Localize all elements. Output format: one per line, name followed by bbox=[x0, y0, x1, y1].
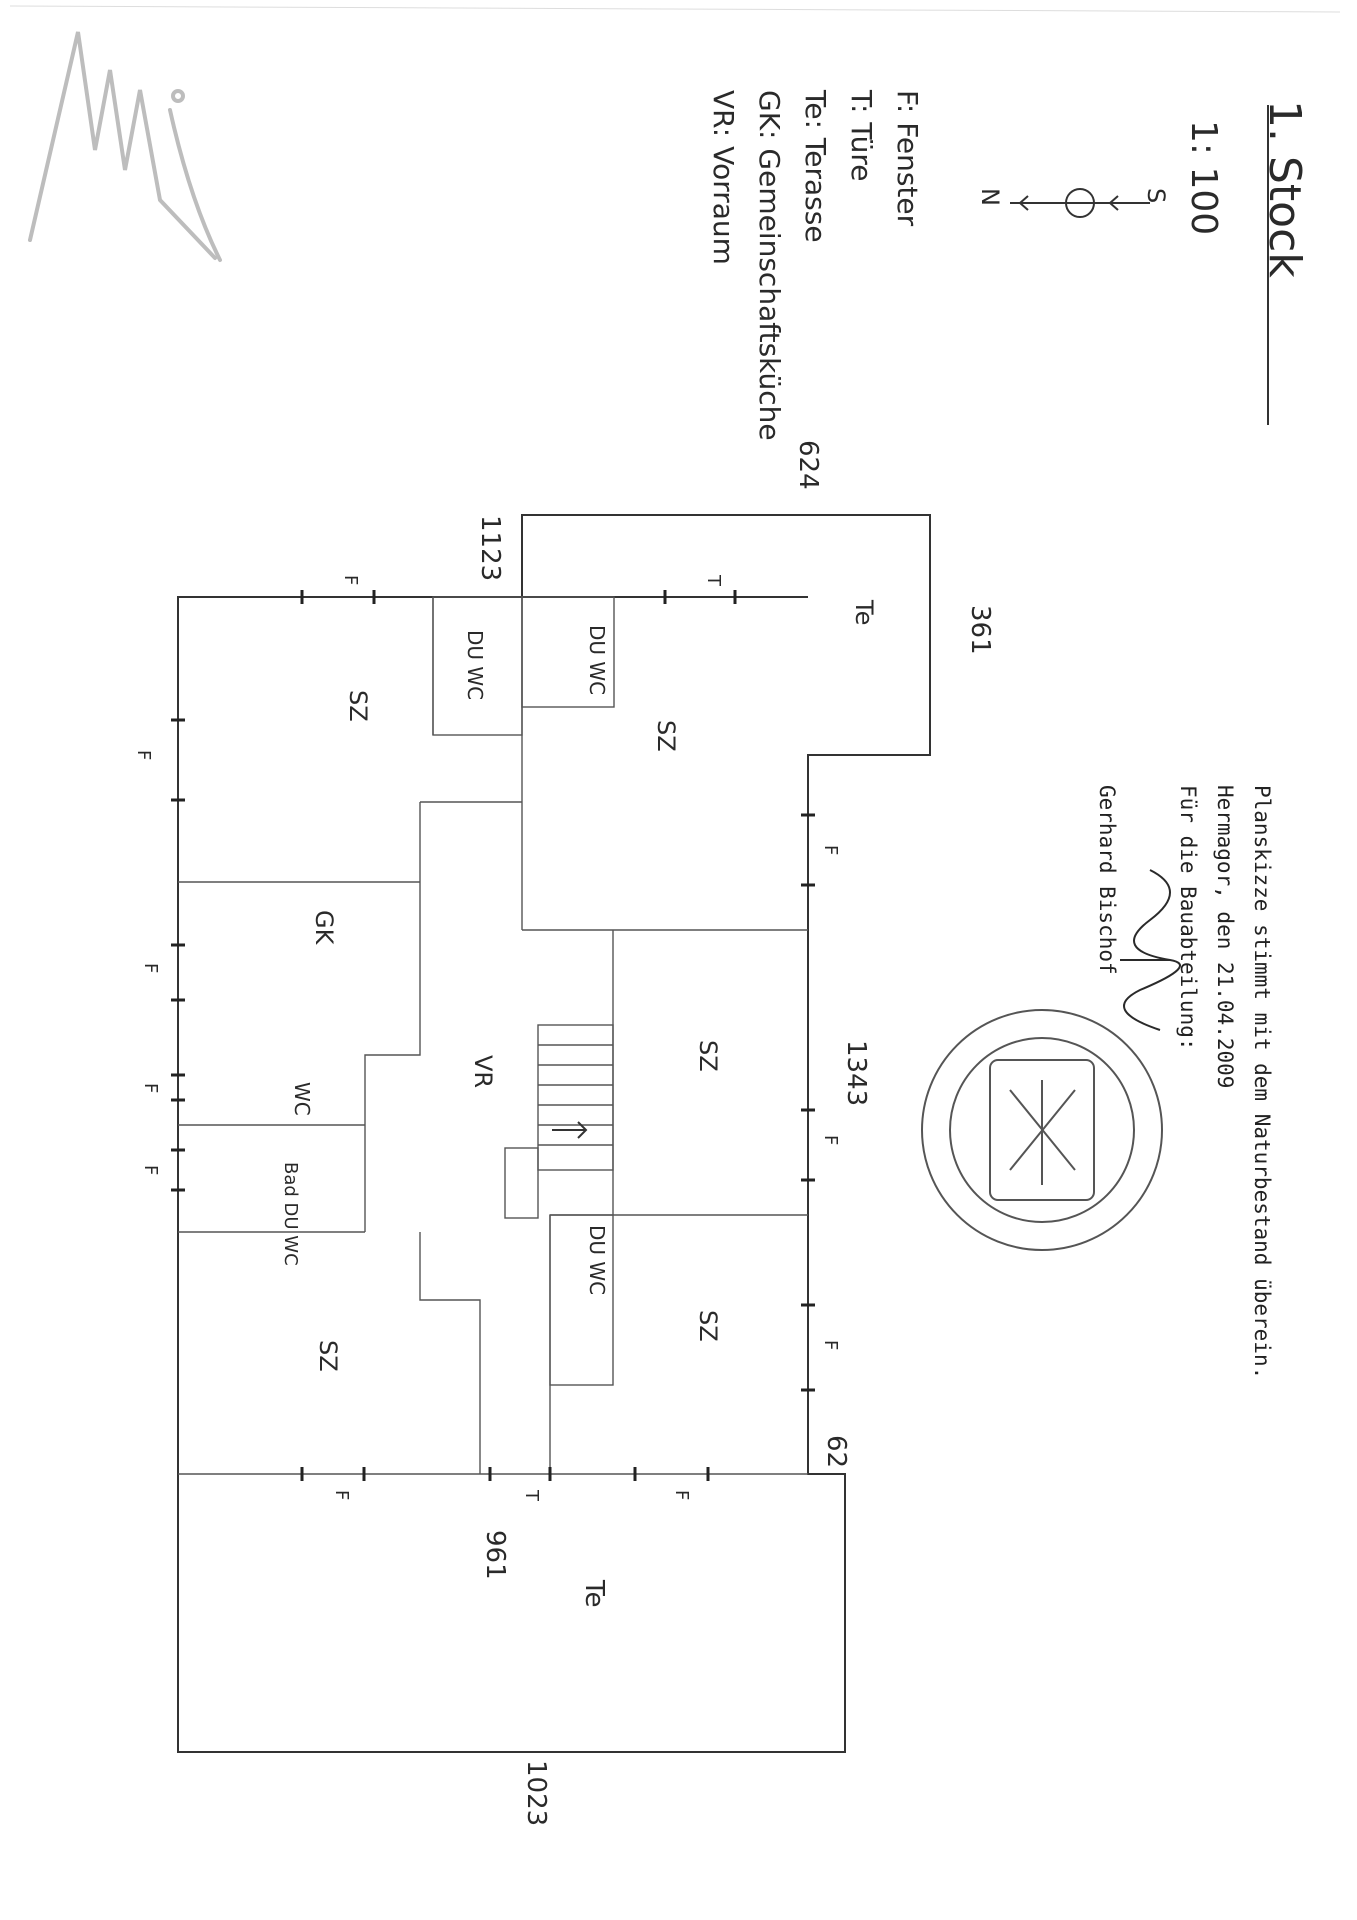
dimension-1343: 1343 bbox=[841, 1040, 871, 1106]
mark-f: F bbox=[820, 1135, 841, 1145]
opening-labels: F T F F F F F F F F T F bbox=[133, 574, 841, 1502]
legend-item-gk: GK: Gemeinschaftsküche bbox=[753, 90, 786, 441]
certification-line4: Gerhard Bischof bbox=[1095, 785, 1119, 975]
room-label-du-wc-1: DU WC bbox=[585, 625, 609, 695]
mark-f: F bbox=[671, 1490, 692, 1500]
dimension-62: 62 bbox=[821, 1435, 851, 1468]
dimension-1023: 1023 bbox=[521, 1760, 551, 1826]
room-label-te-top: Te bbox=[850, 599, 878, 625]
stamp-seal bbox=[921, 1009, 1163, 1251]
room-label-sz-2: SZ bbox=[652, 720, 680, 752]
plan-title: 1. Stock bbox=[1259, 100, 1310, 278]
du-wc-box-2 bbox=[521, 596, 615, 708]
mark-f: F bbox=[340, 575, 361, 585]
compass-icon bbox=[1010, 188, 1150, 218]
legend: F: Fenster T: Türe Te: Terasse GK: Gemei… bbox=[707, 89, 924, 441]
staircase-icon bbox=[504, 1024, 614, 1219]
scan-edge bbox=[9, 5, 1341, 13]
room-label-sz-5: SZ bbox=[694, 1310, 722, 1342]
compass-south: S bbox=[1142, 188, 1170, 203]
room-label-sz-3: SZ bbox=[694, 1040, 722, 1072]
mark-f: F bbox=[820, 1340, 841, 1350]
certification-line2: Hermagor, den 21.04.2009 bbox=[1213, 785, 1237, 1088]
plan-walls bbox=[177, 514, 931, 1753]
mark-f: F bbox=[140, 1165, 161, 1175]
mark-f: F bbox=[140, 963, 161, 973]
room-label-gk: GK bbox=[310, 910, 338, 946]
header-group: 1. Stock 1: 100 bbox=[1183, 100, 1310, 278]
wall-sz-4 bbox=[419, 1232, 481, 1474]
mark-f: F bbox=[140, 1083, 161, 1093]
dimension-361: 361 bbox=[965, 605, 995, 655]
legend-item-vr: VR: Vorraum bbox=[707, 90, 740, 265]
room-label-sz-4: SZ bbox=[314, 1340, 342, 1372]
signature-graphic bbox=[1120, 869, 1181, 1031]
du-wc-box-3 bbox=[549, 1214, 614, 1386]
legend-item-f: F: Fenster bbox=[891, 90, 924, 227]
wall-gk bbox=[364, 802, 421, 1232]
opening-ticks bbox=[171, 590, 815, 1481]
room-label-vr: VR bbox=[469, 1055, 497, 1088]
dimension-1123: 1123 bbox=[475, 515, 505, 581]
outer-wall bbox=[177, 514, 931, 1753]
initials-mark bbox=[28, 31, 222, 262]
dimension-961: 961 bbox=[480, 1530, 510, 1580]
certification-line3: Für die Bauabteilung: bbox=[1176, 785, 1200, 1051]
plan-scale: 1: 100 bbox=[1183, 120, 1224, 235]
compass-north: N bbox=[976, 188, 1004, 206]
room-label-bad-du-wc: Bad DU WC bbox=[280, 1162, 301, 1266]
legend-item-te: Te: Terasse bbox=[799, 89, 832, 243]
mark-f: F bbox=[133, 750, 154, 760]
mark-f: F bbox=[331, 1490, 352, 1500]
dimension-624: 624 bbox=[793, 440, 823, 490]
mark-t: T bbox=[703, 574, 724, 587]
legend-item-t: T: Türe bbox=[845, 89, 878, 182]
room-label-wc: WC bbox=[290, 1082, 314, 1116]
mark-t: T bbox=[521, 1489, 542, 1502]
room-label-du-wc-2: DU WC bbox=[463, 630, 487, 700]
room-label-te-bottom: Te bbox=[579, 1579, 609, 1607]
room-label-sz-1: SZ bbox=[344, 690, 372, 722]
mark-f: F bbox=[820, 845, 841, 855]
certification-line1: Planskizze stimmt mit dem Naturbestand ü… bbox=[1250, 785, 1274, 1379]
room-label-du-wc-3: DU WC bbox=[585, 1225, 609, 1295]
